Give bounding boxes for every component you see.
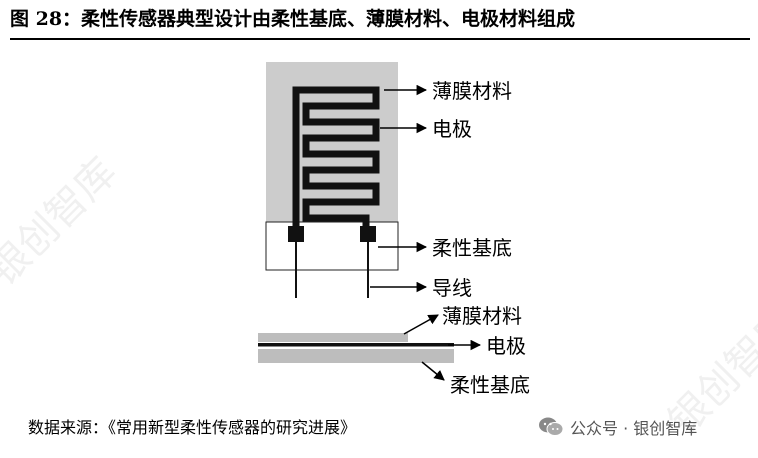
label-lead-wire: 导线 xyxy=(432,276,472,300)
cross-substrate-layer xyxy=(258,349,454,363)
electrode-pad-right xyxy=(360,226,376,242)
label-electrode: 电极 xyxy=(432,117,472,141)
watermark-text: 公众号 · 银创智库 xyxy=(570,419,698,438)
label-cross-electrode: 电极 xyxy=(486,334,526,358)
cross-film-layer xyxy=(258,333,408,342)
flexible-substrate-outline xyxy=(265,221,399,271)
arrow-cross-substrate xyxy=(421,361,445,381)
electrode-serpentine xyxy=(292,86,380,240)
cross-electrode-layer xyxy=(258,343,454,347)
wechat-watermark: 公众号 · 银创智库 xyxy=(538,414,697,440)
title-divider xyxy=(10,38,750,40)
electrode-pad-left xyxy=(288,226,304,242)
figure-title: 图 28：柔性传感器典型设计由柔性基底、薄膜材料、电极材料组成 xyxy=(10,8,576,30)
label-cross-substrate: 柔性基底 xyxy=(450,373,530,397)
arrow-cross-film xyxy=(403,314,439,335)
data-source: 数据来源：《常用新型柔性传感器的研究进展》 xyxy=(28,418,357,437)
label-cross-film: 薄膜材料 xyxy=(442,304,522,328)
wechat-icon xyxy=(539,417,564,436)
label-film-material: 薄膜材料 xyxy=(432,79,512,103)
label-flexible-substrate: 柔性基底 xyxy=(432,236,512,260)
